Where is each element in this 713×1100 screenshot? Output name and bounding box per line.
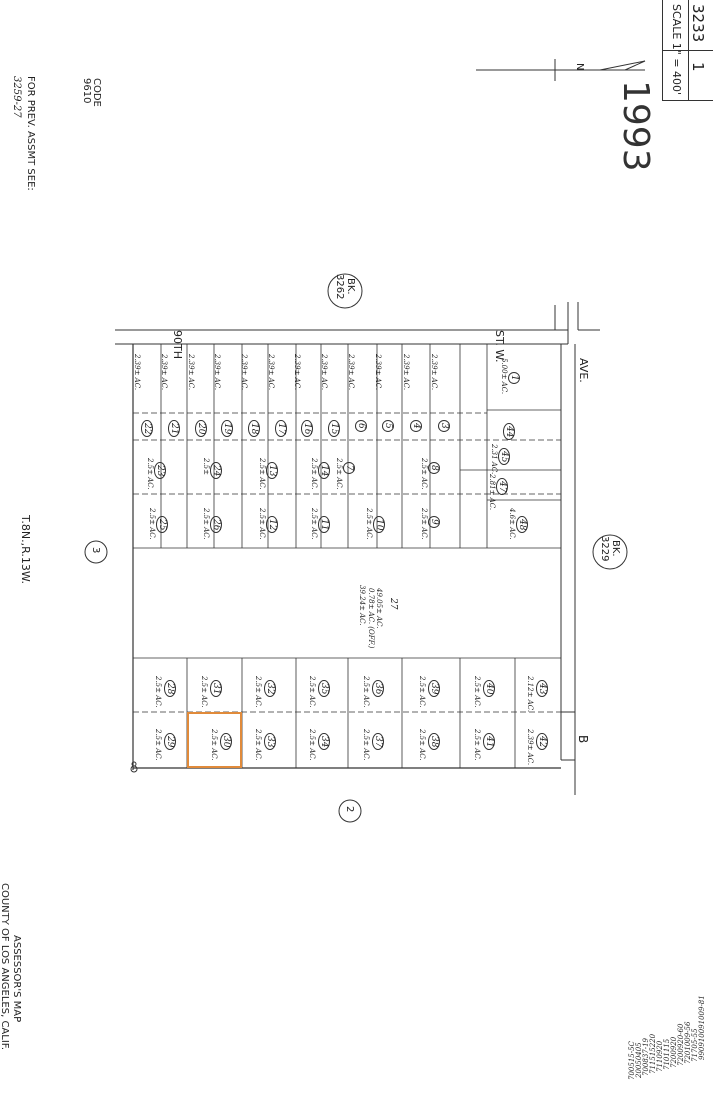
parcel-area-7: 2.5± AC. (335, 458, 343, 490)
parcel-area-24: 2.5± (202, 458, 210, 475)
parcel-area-10: 2.5± AC. (365, 508, 373, 540)
adjacent-book-num-1: 3262 (334, 274, 345, 300)
section-right: 2 (344, 806, 355, 813)
parcel-number-9[interactable]: 9 (428, 516, 440, 528)
parcel-area-15: 2.39± AC. (320, 354, 328, 391)
parcel-27-line1: 49.05± AC. (375, 588, 383, 629)
parcel-area-25: 2.5± AC. (148, 508, 156, 540)
parcel-area-5: 2.39± AC. (374, 354, 382, 391)
parcel-27-num: 27 (388, 598, 398, 610)
parcel-area-13: 2.5± AC. (258, 458, 266, 490)
parcel-area-35: 2.5± AC. (308, 676, 316, 708)
parcel-area-20: 2.39± AC. (187, 354, 195, 391)
parcel-area-43: 2.12± AC. (526, 676, 534, 713)
parcel-area-14: 2.5± AC. (310, 458, 318, 490)
parcel-27-line3: 39.24± AC. (358, 585, 366, 626)
parcel-area-30: 2.5± AC. (210, 729, 218, 761)
footer-line1: ASSESSOR'S MAP (11, 935, 22, 1023)
parcel-area-4: 2.39± AC. (402, 354, 410, 391)
parcel-area-11: 2.5± AC. (310, 508, 318, 540)
parcel-number-5[interactable]: 5 (382, 420, 394, 432)
parcel-area-12: 2.5± AC. (258, 508, 266, 540)
parcel-area-8: 2.5± AC. (420, 458, 428, 490)
parcel-number-4[interactable]: 4 (410, 420, 422, 432)
revision-note: 990910091009-81 (698, 995, 706, 1060)
parcel-area-21: 2.39± AC. (160, 354, 168, 391)
parcel-area-45: 2.31 AC. (490, 444, 498, 475)
parcel-27-line2: 0.78± AC. (OFF.) (367, 588, 375, 649)
adjacent-book-num-2: 3229 (599, 536, 610, 562)
parcel-area-16: 2.39± AC. (293, 354, 301, 391)
parcel-area-3: 2.39± AC. (430, 354, 438, 391)
north-arrow (476, 59, 646, 81)
section-left: 3 (90, 547, 101, 554)
parcel-area-17: 2.39± AC. (267, 354, 275, 391)
parcel-area-31: 2.5± AC. (200, 676, 208, 708)
adjacent-book-label-2: BK. (610, 540, 621, 557)
highlighted-parcel-box[interactable] (187, 712, 242, 768)
parcel-area-36: 2.5± AC. (362, 676, 370, 708)
parcel-area-32: 2.5± AC. (254, 676, 262, 708)
parcel-area-22: 2.39± AC. (133, 354, 141, 391)
parcel-number-7[interactable]: 7 (343, 462, 355, 474)
parcel-area-29: 2.5± AC. (154, 729, 162, 761)
adjacent-book-label-1: BK. (345, 278, 356, 295)
street-ave: AVE. (577, 358, 590, 383)
parcel-area-33: 2.5± AC. (254, 729, 262, 761)
street-b: B (576, 735, 590, 744)
parcel-area-9: 2.5± AC. (420, 508, 428, 540)
parcel-number-8[interactable]: 8 (428, 462, 440, 474)
parcel-area-37: 2.5± AC. (362, 729, 370, 761)
parcel-area-1: 5.00± AC. (500, 358, 508, 395)
parcel-area-42: 2.39± AC. (526, 729, 534, 766)
parcel-area-19: 2.39± AC. (213, 354, 221, 391)
parcel-number-3[interactable]: 3 (438, 420, 450, 432)
parcel-area-40: 2.5± AC. (473, 676, 481, 708)
parcel-area-48: 4.6± AC. (508, 508, 516, 540)
parcel-number-1[interactable]: 1 (508, 372, 520, 384)
scale-box: 3233 1 SCALE 1" = 400' (662, 0, 713, 101)
parcel-number-6[interactable]: 6 (355, 420, 367, 432)
parcel-area-23: 2.5± AC. (146, 458, 154, 490)
parcel-area-41: 2.5± AC. (473, 729, 481, 761)
parcel-area-26: 2.5± AC. (202, 508, 210, 540)
parcel-area-38: 2.5± AC. (418, 729, 426, 761)
street-90th: 90TH (171, 330, 184, 359)
parcel-area-47: 2.81± AC. (488, 474, 496, 511)
township-label: T.8N.,R.13W. (19, 515, 32, 584)
parcel-area-6: 2.39± AC. (347, 354, 355, 391)
parcel-area-39: 2.5± AC. (418, 676, 426, 708)
parcel-area-28: 2.5± AC. (154, 676, 162, 708)
parcel-area-34: 2.5± AC. (308, 729, 316, 761)
parcel-area-18: 2.39± AC. (240, 354, 248, 391)
footer-line2: COUNTY OF LOS ANGELES, CALIF. (0, 883, 10, 1051)
